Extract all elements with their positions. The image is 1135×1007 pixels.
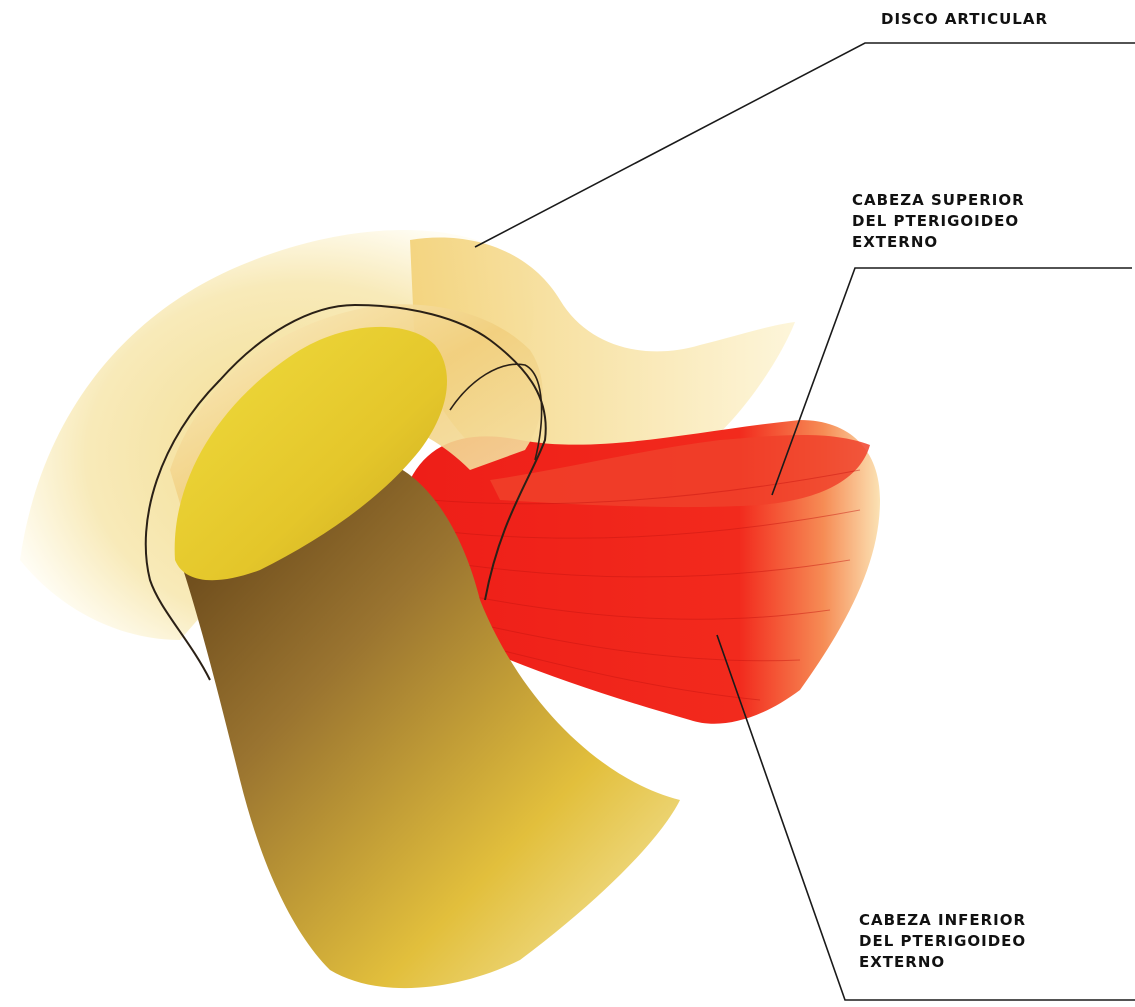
label-line: EXTERNO xyxy=(852,232,1025,253)
label-line: CABEZA SUPERIOR xyxy=(852,190,1025,211)
label-line: EXTERNO xyxy=(859,952,1026,973)
label-line: DEL PTERIGOIDEO xyxy=(859,931,1026,952)
label-line: DEL PTERIGOIDEO xyxy=(852,211,1025,232)
label-cabeza-superior: CABEZA SUPERIOR DEL PTERIGOIDEO EXTERNO xyxy=(852,190,1025,253)
label-cabeza-inferior: CABEZA INFERIOR DEL PTERIGOIDEO EXTERNO xyxy=(859,910,1026,973)
leader-disco xyxy=(475,43,1135,247)
label-line: CABEZA INFERIOR xyxy=(859,910,1026,931)
label-disco-articular: DISCO ARTICULAR xyxy=(881,9,1048,30)
label-line: DISCO ARTICULAR xyxy=(881,9,1048,30)
